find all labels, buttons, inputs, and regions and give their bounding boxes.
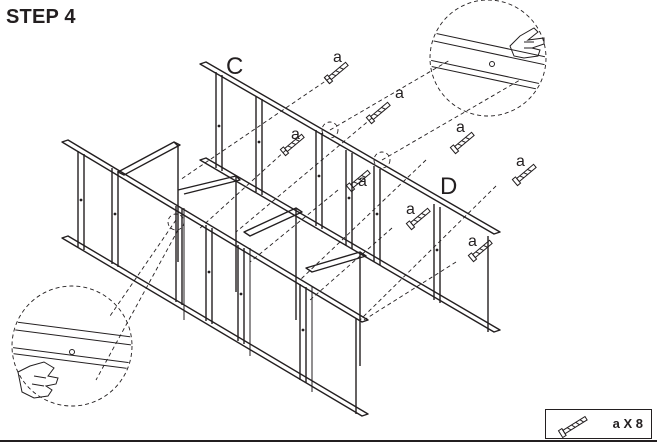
detail-zoom-lower (11, 285, 133, 407)
screw-icon (511, 163, 537, 187)
bottom-rule (0, 440, 657, 442)
screw-icon (345, 169, 371, 193)
detail-zoom-upper (429, 0, 547, 117)
screw-holes (79, 124, 439, 332)
screw-icon (405, 207, 431, 231)
screw-icon (365, 101, 391, 125)
panel-label-c: C (226, 53, 243, 80)
detail-marker-left (167, 213, 185, 231)
screw-label: a (468, 233, 477, 250)
screw-label: a (291, 126, 300, 143)
screw-icon (323, 61, 349, 85)
screw-icon (557, 415, 588, 438)
step-title: STEP 4 (6, 6, 76, 28)
screw-label: a (333, 49, 342, 66)
screw-label: a (406, 201, 415, 218)
legend-text: a X 8 (612, 416, 643, 431)
hardware-legend: a X 8 (545, 409, 652, 439)
screw-label: a (516, 153, 525, 170)
middle-frame (117, 141, 367, 392)
detail-marker-upper (321, 121, 339, 139)
hand-pointer-icon (17, 361, 59, 399)
back-frame (199, 61, 501, 333)
screw-icon (279, 133, 305, 157)
screws (279, 61, 537, 263)
hand-pointer-icon (509, 27, 545, 59)
screw-icon (467, 239, 493, 263)
screw-icon (449, 131, 475, 155)
screw-label: a (358, 173, 367, 190)
front-left-frame (61, 139, 369, 417)
screw-label: a (395, 85, 404, 102)
detail-marker-right (373, 151, 391, 169)
guide-lines (95, 59, 521, 381)
screw-label: a (456, 119, 465, 136)
panel-label-d: D (440, 173, 457, 200)
